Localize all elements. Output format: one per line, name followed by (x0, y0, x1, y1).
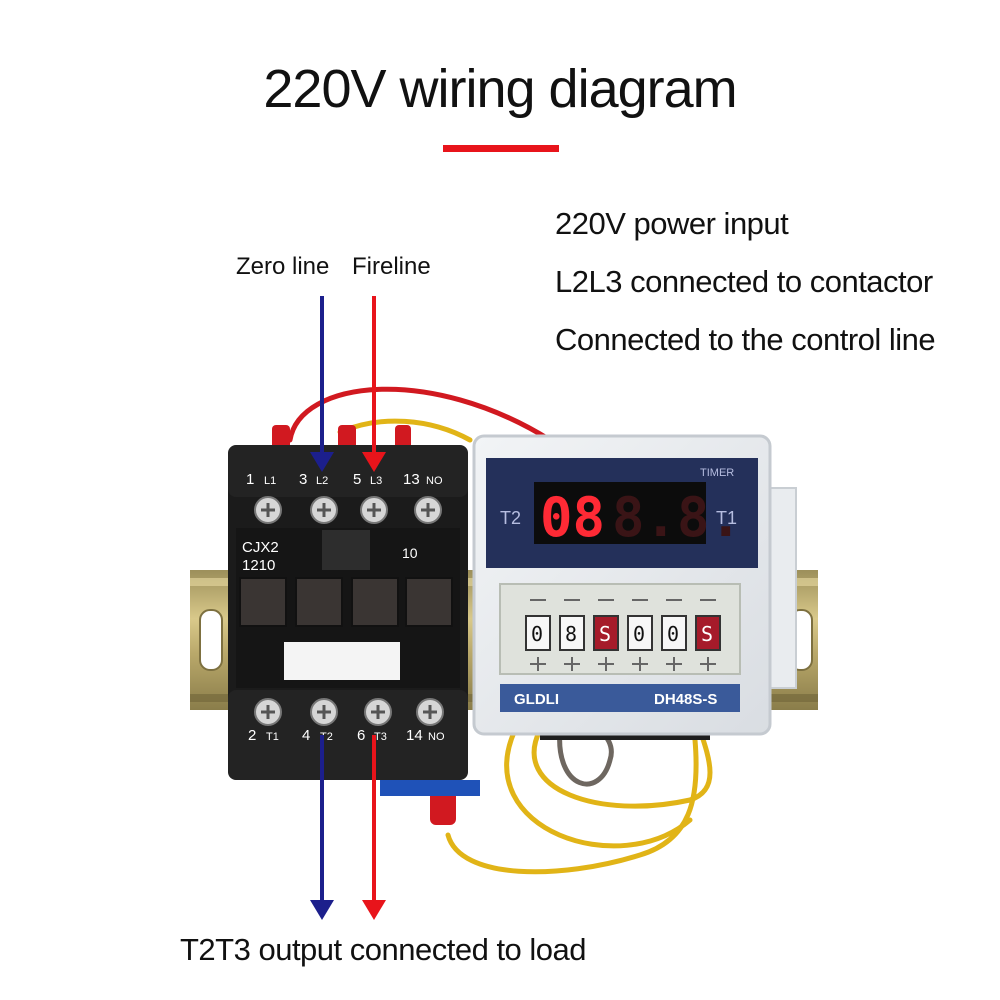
timer-dials: 0 8 S 0 0 S (525, 599, 721, 671)
terminal-2-num: 2 (248, 727, 256, 744)
terminal-13-num: 13 (403, 471, 420, 488)
timer-dial-6: S (701, 622, 713, 646)
din-clip (380, 780, 480, 796)
terminal-1-num: 1 (246, 471, 254, 488)
fire-line-out-arrowhead (362, 900, 386, 920)
terminal-6-name: T3 (374, 731, 387, 743)
terminal-5-num: 5 (353, 471, 361, 488)
terminal-14-name: NO (428, 731, 445, 743)
contactor-aux-label: 10 (402, 545, 418, 561)
timer-t2-label: T2 (500, 508, 521, 528)
zero-line-arrows (310, 296, 334, 920)
top-terminal-screws (254, 496, 442, 524)
fire-line-arrows (362, 296, 386, 920)
terminal-3-num: 3 (299, 471, 307, 488)
note-control-line: Connected to the control line (555, 322, 936, 357)
timer-relay: TIMER T2 T1 08 8.8. 0 8 S 0 0 S GLDLI DH… (472, 434, 797, 740)
bottom-terminal-labels: 2 T1 4 T2 6 T3 14 NO (248, 727, 445, 744)
terminal-2-name: T1 (266, 731, 279, 743)
fire-line-label: Fireline (352, 253, 431, 280)
timer-brand: GLDLI (514, 691, 559, 708)
top-terminal-labels: 1 L1 3 L2 5 L3 13 NO (246, 471, 443, 488)
terminal-6-num: 6 (357, 727, 365, 744)
contactor: 1 L1 3 L2 5 L3 13 NO CJX2 1210 10 2 T1 (228, 445, 480, 796)
timer-dial-1: 0 (531, 622, 543, 646)
zero-line-label: Zero line (236, 253, 330, 280)
fire-line-in-arrowhead (362, 452, 386, 472)
terminal-4-num: 4 (302, 727, 310, 744)
timer-display-active: 08 (540, 486, 605, 549)
timer-model: DH48S-S (654, 691, 717, 708)
terminal-1-name: L1 (264, 475, 276, 487)
page-title: 220V wiring diagram (263, 59, 737, 119)
timer-t1-label: T1 (716, 508, 737, 528)
zero-line-in-arrowhead (310, 452, 334, 472)
contactor-label-plate (284, 642, 400, 680)
terminal-13-name: NO (426, 475, 443, 487)
terminal-14-num: 14 (406, 727, 423, 744)
bottom-terminal-screws (254, 698, 444, 726)
zero-line-out-arrowhead (310, 900, 334, 920)
title-underline (443, 145, 559, 152)
contactor-model-line1: CJX2 (242, 539, 279, 556)
timer-dial-2: 8 (565, 622, 577, 646)
note-power-input: 220V power input (555, 206, 789, 241)
timer-brand-strip (500, 684, 740, 712)
note-contactor: L2L3 connected to contactor (555, 264, 933, 299)
terminal-5-name: L3 (370, 475, 382, 487)
timer-dial-3: S (599, 622, 611, 646)
timer-dial-5: 0 (667, 622, 679, 646)
output-label: T2T3 output connected to load (180, 932, 587, 967)
timer-header: TIMER (700, 467, 734, 479)
terminal-3-name: L2 (316, 475, 328, 487)
timer-dial-4: 0 (633, 622, 645, 646)
contactor-model-line2: 1210 (242, 557, 275, 574)
timer-display-idle: 8.8. (612, 486, 742, 549)
